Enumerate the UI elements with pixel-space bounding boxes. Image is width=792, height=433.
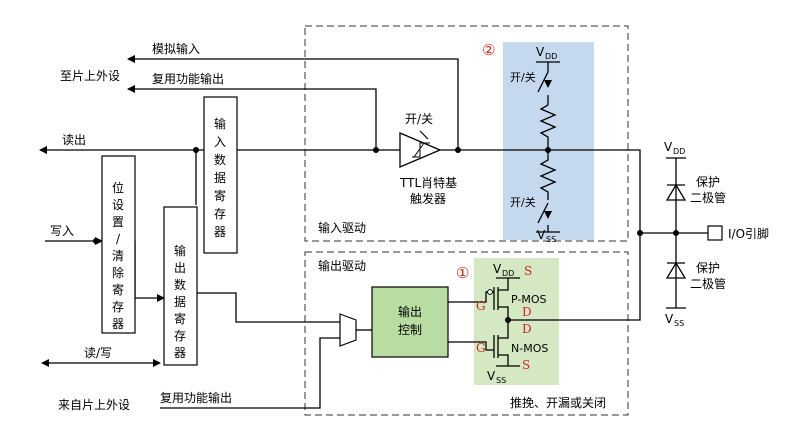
bottom-diode-label-line2: 二极管	[690, 276, 726, 291]
input-data-register-label: 输 入 数 据 寄 存 器	[214, 116, 226, 239]
bsr-char: 器	[112, 317, 124, 331]
svg-text:DD: DD	[545, 52, 557, 61]
svg-text:DD: DD	[502, 269, 514, 278]
ttl-schmitt-label: TTL肖特基	[399, 175, 457, 190]
odr-char: 出	[174, 261, 186, 275]
bit-set-reset-register	[101, 155, 136, 334]
alt-func-output-top-label: 复用功能输出	[152, 71, 224, 86]
pullup-switch-label: 开/关	[510, 70, 536, 84]
output-data-register	[163, 206, 198, 366]
svg-text:SS: SS	[674, 319, 684, 328]
idr-char: 据	[214, 171, 226, 185]
pulldown-vss-label: V SS	[537, 228, 556, 244]
idr-char: 器	[214, 225, 226, 239]
odr-char: 存	[174, 329, 186, 343]
bsr-char: 设	[112, 198, 124, 212]
idr-char: 输	[214, 116, 226, 131]
bsr-char: 清	[112, 249, 124, 263]
bsr-char: 寄	[112, 282, 124, 297]
nmos-gate-label: G	[476, 341, 486, 355]
svg-text:V: V	[664, 140, 673, 154]
svg-text:V: V	[536, 45, 545, 59]
output-driver-label: 输出驱动	[318, 258, 366, 273]
bsr-char: 位	[112, 180, 124, 195]
svg-text:DD: DD	[673, 147, 685, 156]
input-driver-box	[304, 25, 629, 242]
odr-char: 数	[174, 277, 186, 292]
idr-char: 寄	[214, 188, 226, 203]
pmos-gate-label: G	[476, 299, 486, 313]
bsr-char: 置	[112, 215, 124, 229]
svg-text:SS: SS	[496, 376, 506, 385]
bsr-char: /	[116, 232, 121, 246]
output-control-block	[371, 286, 449, 358]
marker-1: ①	[456, 264, 469, 282]
pull-resistor-network	[536, 61, 560, 233]
output-vss-label: V SS	[487, 369, 506, 385]
alt-func-output-bottom-label: 复用功能输出	[160, 390, 232, 405]
nmos-label: N-MOS	[511, 342, 548, 355]
bsr-char: 存	[112, 300, 124, 314]
read-write-label: 读/写	[84, 346, 112, 360]
schmitt-on-off-label: 开/关	[405, 112, 433, 126]
output-data-register-label: 输 出 数 据 寄 存 器	[174, 243, 186, 360]
svg-text:V: V	[493, 262, 502, 276]
analog-input-label: 模拟输入	[152, 41, 200, 56]
output-mux	[339, 313, 357, 347]
top-diode-label: 保护	[696, 175, 720, 189]
output-control-label: 输出	[398, 304, 422, 319]
odr-char: 输	[174, 243, 186, 258]
pmos-source-label: S	[524, 264, 532, 278]
odr-char: 寄	[174, 311, 186, 326]
mosfet-pair	[448, 277, 520, 367]
nmos-drain-label: D	[522, 322, 532, 336]
idr-char: 存	[214, 207, 226, 221]
bit-set-reset-label: 位 设 置 / 清 除 寄 存 器	[112, 180, 124, 331]
odr-char: 器	[174, 346, 186, 360]
io-pin-box	[707, 225, 723, 241]
input-data-register	[203, 96, 238, 254]
output-control-label-line2: 控制	[398, 323, 422, 337]
pulldown-switch-label: 开/关	[510, 195, 536, 209]
schmitt-trigger-symbol	[399, 130, 442, 168]
bsr-char: 除	[112, 265, 124, 280]
output-vdd-label: V DD	[493, 262, 514, 278]
marker-2: ②	[482, 41, 495, 59]
odr-char: 据	[174, 295, 186, 309]
diode-vss-label: V SS	[665, 312, 684, 328]
svg-text:V: V	[537, 228, 546, 242]
write-in-label: 写入	[50, 224, 74, 238]
top-diode-label-line2: 二极管	[690, 190, 726, 205]
bottom-diode-label: 保护	[696, 261, 720, 275]
pmos-label: P-MOS	[511, 293, 547, 306]
diode-vdd-label: V DD	[664, 140, 685, 156]
pmos-gate-bubble	[487, 289, 493, 295]
to-onchip-peripheral-label: 至片上外设	[60, 69, 120, 83]
read-out-label: 读出	[62, 133, 86, 147]
push-pull-open-drain-label: 推挽、开漏或关闭	[510, 396, 606, 410]
output-stage-panel	[474, 258, 559, 385]
switch-arrows	[544, 80, 552, 219]
pullup-vdd-label: V DD	[536, 45, 557, 61]
svg-text:SS: SS	[546, 235, 556, 244]
pmos-drain-label: D	[522, 305, 532, 319]
protection-diodes	[665, 157, 687, 309]
idr-char: 数	[214, 152, 226, 167]
svg-text:V: V	[487, 369, 496, 383]
from-onchip-peripheral-label: 来自片上外设	[58, 398, 130, 412]
idr-char: 入	[214, 135, 226, 149]
svg-text:V: V	[665, 312, 674, 326]
ttl-schmitt-label-line2: 触发器	[410, 191, 446, 206]
nmos-source-label: S	[522, 358, 530, 372]
io-pin-label: I/O引脚	[728, 226, 769, 241]
input-driver-label: 输入驱动	[318, 220, 366, 235]
